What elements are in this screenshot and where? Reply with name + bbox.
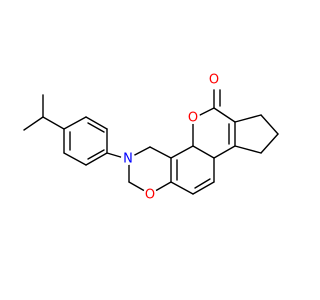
- oxazine-oxygen-label: O: [145, 188, 155, 203]
- bond: [42, 116, 65, 130]
- bond: [23, 116, 44, 131]
- bond: [260, 114, 279, 135]
- bond: [170, 181, 194, 195]
- bond: [234, 114, 262, 123]
- bond: [234, 145, 262, 154]
- nitrogen-label: N: [123, 152, 133, 167]
- atom-label-layer: O O O N: [121, 72, 221, 203]
- carbonyl-oxygen-atom: O: [207, 72, 221, 88]
- bond: [63, 152, 87, 166]
- nitrogen-atom: N: [121, 151, 135, 167]
- bond: [197, 107, 215, 117]
- bond: [87, 149, 105, 160]
- bond: [192, 145, 215, 159]
- oxazine-oxygen-atom: O: [143, 187, 157, 203]
- bond: [192, 181, 215, 195]
- bond: [149, 146, 172, 159]
- bond: [260, 133, 279, 154]
- carbonyl-oxygen-label: O: [209, 73, 219, 88]
- bond: [85, 116, 108, 130]
- bond: [63, 116, 87, 130]
- bond: [170, 145, 194, 159]
- bond: [85, 152, 108, 166]
- molecule-structure: O O O N: [23, 72, 279, 203]
- bond-layer: [23, 89, 279, 195]
- bond: [213, 145, 236, 159]
- bond: [194, 178, 211, 189]
- bond: [87, 122, 105, 133]
- lactone-oxygen-atom: O: [186, 110, 200, 126]
- bond: [213, 107, 236, 123]
- lactone-oxygen-label: O: [188, 111, 198, 126]
